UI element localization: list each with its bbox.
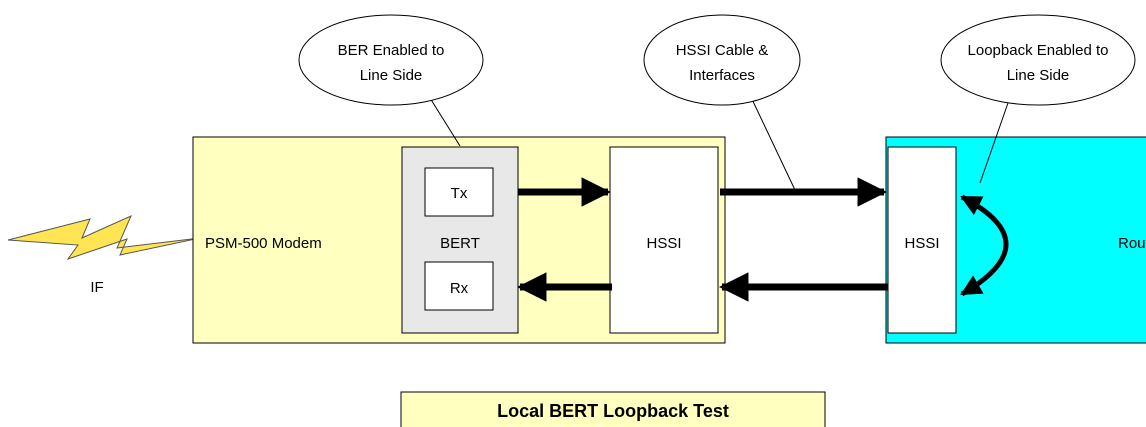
hssi-modem-label: HSSI — [646, 235, 681, 252]
tx-label: Tx — [451, 185, 468, 202]
modem-label: PSM-500 Modem — [205, 235, 322, 252]
hssi-router-label: HSSI — [904, 235, 939, 252]
caption-box — [400, 391, 826, 427]
ber-callout-line2: Line Side — [360, 67, 423, 84]
bert-label: BERT — [440, 235, 480, 252]
hssi-router-box — [887, 146, 957, 334]
rx-box — [424, 261, 494, 311]
hssi-cable-callout-leader — [749, 94, 796, 191]
hssi-cable-callout-line2: Interfaces — [689, 67, 755, 84]
ber-callout-leader — [429, 97, 461, 147]
ber-callout-bubble — [298, 14, 484, 106]
rx-label: Rx — [450, 280, 469, 297]
loopback-callout-line2: Line Side — [1007, 67, 1070, 84]
loopback-callout-line1: Loopback Enabled to — [968, 42, 1109, 59]
loopback-callout-leader — [979, 102, 1009, 184]
hssi-cable-callout-bubble — [643, 14, 801, 106]
ber-callout-line1: BER Enabled to — [338, 42, 445, 59]
caption-title: Local BERT Loopback Test — [497, 401, 729, 421]
loopback-callout-bubble — [940, 14, 1136, 106]
loopback-arrow — [960, 194, 1009, 297]
hssi-modem-box — [609, 146, 719, 334]
tx-box — [424, 167, 494, 217]
if-lightning-icon — [7, 215, 201, 260]
if-label: IF — [90, 279, 103, 296]
router-label: Router — [1118, 235, 1146, 252]
hssi-cable-callout-line1: HSSI Cable & — [676, 42, 769, 59]
